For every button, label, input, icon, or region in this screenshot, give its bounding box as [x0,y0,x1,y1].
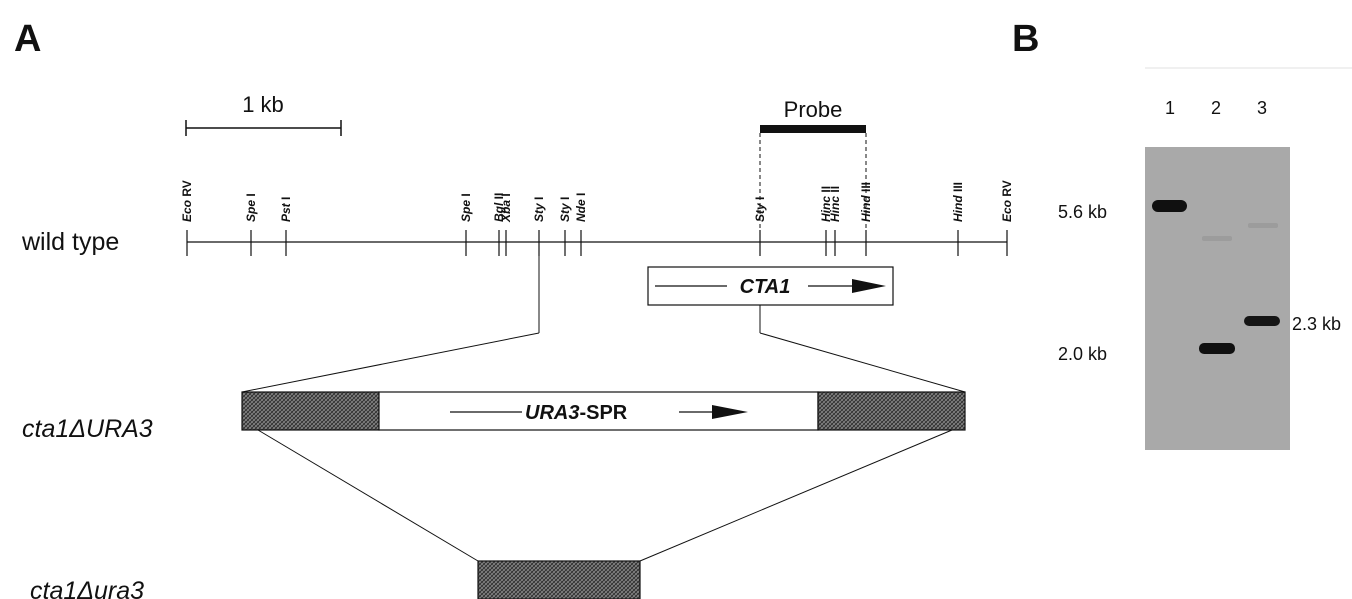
site-label: Eco RV [1000,180,1014,222]
site-label: Eco RV [180,180,194,222]
lane-label-1: 1 [1165,98,1175,118]
faint-band-lane3 [1248,223,1278,228]
site-label: Sty I [532,197,546,222]
site-suffix: I [244,193,258,196]
site-name: Nde [574,199,588,222]
southern-blot: 1 2 3 5.6 kb 2.0 kb 2.3 kb [1058,68,1352,450]
site-label: Sty I [753,197,767,222]
site-label: Hind III [951,182,965,222]
panel-label-b: B [1012,18,1039,60]
flank-left [242,392,379,430]
site-suffix: I [459,193,473,196]
site-suffix: RV [180,180,194,196]
site-label: Pst I [279,197,293,222]
popout-flank [478,561,640,599]
scale-bar: 1 kb [186,92,341,136]
site-name: Pst [279,202,293,222]
site-label: Hind III [859,182,873,222]
band-lane1-5.6kb [1152,200,1187,212]
site-label: Hinc II [828,186,842,222]
ura3-construct: URA3-SPR [242,392,965,430]
site-suffix: I [574,193,588,196]
band-lane3-2.3kb [1244,316,1280,326]
site-name: Sty [532,202,546,222]
site-suffix: III [859,182,873,192]
marker-2.3kb: 2.3 kb [1292,314,1341,334]
ura3-bold: URA3 [525,402,579,424]
band-lane2-2.0kb [1199,343,1235,354]
blot-membrane [1145,147,1290,450]
site-name: Xba [499,200,513,223]
scale-bar-label: 1 kb [242,92,284,117]
site-name: Hind [951,195,965,222]
site-label: Nde I [574,193,588,222]
cta1-ura3-insertion-label: cta1ΔURA3 [22,415,153,443]
site-name: Hind [859,195,873,222]
site-label: Spe I [459,193,473,222]
flank-right [818,392,965,430]
site-name: Eco [180,200,194,222]
marker-2.0kb: 2.0 kb [1058,344,1107,364]
site-name: Spe [459,200,473,222]
cta1-label: CTA1 [740,276,791,298]
probe: Probe [760,97,866,232]
site-label: Xba I [499,193,513,223]
site-suffix: I [279,197,293,200]
faint-band-lane2 [1202,236,1232,241]
site-name: Sty [753,202,767,222]
probe-bar [760,125,866,133]
probe-label: Probe [784,97,843,122]
site-label: Sty I [558,197,572,222]
site-name: Eco [1000,200,1014,222]
site-suffix: I [499,193,513,196]
marker-5.6kb: 5.6 kb [1058,202,1107,222]
wild-type-label: wild type [21,228,119,256]
ura3-gene-label: URA3-SPR [525,402,628,424]
site-name: Hinc [828,196,842,222]
panel-label-a: A [14,18,41,60]
cta1-ura3-popout-label: cta1Δura3 [30,577,144,599]
site-suffix: II [828,186,842,193]
site-name: Sty [558,202,572,222]
ura3-suffix: -SPR [579,402,627,424]
lane-label-2: 2 [1211,98,1221,118]
cta1-gene: CTA1 [648,267,893,305]
site-suffix: RV [1000,180,1014,196]
site-label: Spe I [244,193,258,222]
site-suffix: I [532,197,546,200]
site-suffix: III [951,182,965,192]
popout-connectors [258,430,952,561]
site-suffix: I [753,197,767,200]
site-suffix: I [558,197,572,200]
site-name: Spe [244,200,258,222]
lane-label-3: 3 [1257,98,1267,118]
